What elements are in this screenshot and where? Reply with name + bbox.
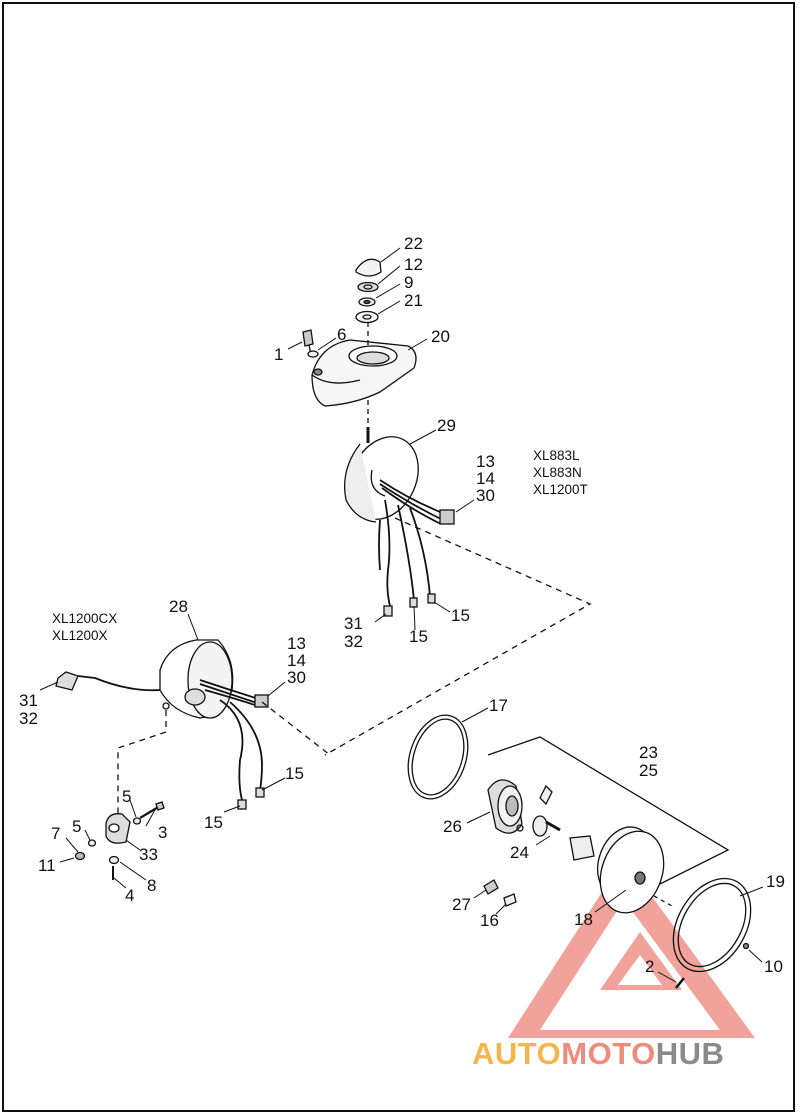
watermark-logo — [508, 858, 755, 1038]
gasket-ring-17 — [407, 714, 469, 800]
callout-13-right: 13 — [476, 452, 495, 471]
bulb-24 — [516, 784, 561, 837]
callout-13-left: 13 — [287, 634, 306, 653]
callout-31-right: 31 — [344, 614, 363, 633]
callout-2: 2 — [645, 957, 655, 976]
callout-11: 11 — [38, 856, 56, 875]
callout-8: 8 — [147, 876, 157, 895]
model-list-right: XL883L XL883N XL1200T — [533, 447, 588, 498]
callout-3: 3 — [158, 823, 168, 842]
callout-15-right-a: 15 — [409, 627, 428, 646]
callout-24: 24 — [510, 843, 529, 862]
washer-5a — [132, 817, 142, 825]
callout-1: 1 — [274, 345, 284, 364]
callout-30-right: 30 — [476, 486, 495, 505]
callout-25: 25 — [639, 761, 658, 780]
callout-5b: 5 — [72, 817, 82, 836]
washer-5b — [87, 839, 97, 847]
callout-23: 23 — [639, 743, 658, 762]
bulb-socket-26 — [487, 779, 523, 834]
watermark-text: AUTOMOTOHUB — [472, 1036, 724, 1072]
top-cap-stack — [355, 258, 382, 324]
callout-16: 16 — [480, 911, 499, 930]
callout-26: 26 — [443, 817, 462, 836]
callout-15-right-b: 15 — [451, 606, 470, 625]
callout-7: 7 — [51, 824, 61, 843]
wiring-right — [378, 479, 446, 607]
callout-9: 9 — [404, 273, 414, 292]
callout-21: 21 — [404, 291, 423, 310]
callout-33: 33 — [139, 845, 158, 864]
screw-2 — [675, 977, 685, 989]
watermark-part-hub: HUB — [655, 1036, 725, 1071]
callout-31-left: 31 — [19, 691, 38, 710]
mount-bracket-33 — [105, 813, 131, 844]
connector-13-14-30-right — [439, 509, 455, 525]
callout-10: 10 — [764, 957, 783, 976]
callout-18: 18 — [574, 910, 593, 929]
connector-31-32-left — [55, 671, 79, 691]
callout-30-left: 30 — [287, 668, 306, 687]
connector-31-32-right — [383, 605, 393, 617]
callout-17: 17 — [489, 696, 508, 715]
leader-lines — [39, 247, 764, 983]
headlamp-bucket-left — [159, 639, 234, 719]
assembly-bracket-23-25 — [487, 736, 730, 885]
model-label: XL883L — [533, 448, 580, 463]
model-label: XL883N — [533, 465, 582, 480]
bolt-1 — [302, 329, 319, 358]
headlamp-bucket-right — [343, 427, 419, 523]
retainer-10 — [742, 942, 750, 950]
callout-15-left-b: 15 — [285, 764, 304, 783]
callout-32-right: 32 — [344, 632, 363, 651]
bulb-27 — [483, 879, 499, 895]
callout-15-left-a: 15 — [204, 813, 223, 832]
watermark-part-auto: AUTO — [472, 1036, 562, 1071]
callout-6: 6 — [337, 325, 347, 344]
callout-22: 22 — [404, 234, 423, 253]
bulb-16 — [503, 893, 517, 907]
callout-20: 20 — [431, 327, 450, 346]
nut-11 — [74, 851, 86, 861]
callout-27: 27 — [452, 895, 471, 914]
callout-14-left: 14 — [287, 651, 306, 670]
model-label: XL1200X — [52, 628, 108, 643]
model-list-left: XL1200CX XL1200X — [52, 610, 117, 644]
headlamp-mount-housing — [311, 339, 417, 407]
callout-32-left: 32 — [19, 709, 38, 728]
model-label: XL1200T — [533, 482, 588, 497]
callout-12: 12 — [404, 255, 423, 274]
washer-8 — [108, 855, 120, 865]
callout-28: 28 — [169, 597, 188, 616]
callout-19: 19 — [766, 872, 785, 891]
callout-5a: 5 — [122, 787, 132, 806]
trim-ring-19 — [672, 877, 752, 973]
callout-29: 29 — [437, 416, 456, 435]
sealed-beam-18 — [596, 826, 665, 914]
callout-14-right: 14 — [476, 469, 495, 488]
callout-4: 4 — [125, 886, 135, 905]
model-label: XL1200CX — [52, 611, 118, 626]
watermark-part-moto: MOTO — [561, 1036, 656, 1071]
